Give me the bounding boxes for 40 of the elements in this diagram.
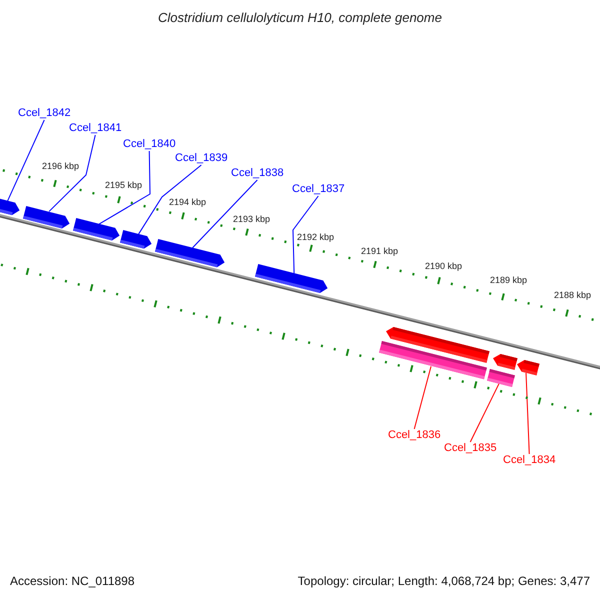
gene-label: Ccel_1842 [18,107,71,120]
scale-label: 2196 kbp [42,161,80,172]
gene-label: Ccel_1834 [503,454,556,467]
gene-feature [120,230,152,249]
gene-label: Ccel_1838 [231,167,284,180]
scale-label: 2194 kbp [169,197,206,208]
gene-bar [486,368,514,387]
leader-line [292,196,319,274]
scale-label: 2189 kbp [490,275,528,286]
gene-label: Ccel_1836 [388,429,441,442]
gene-label: Ccel_1835 [444,442,497,455]
leader-line [470,383,500,442]
gene-feature [255,264,328,294]
gene-feature [155,239,225,268]
accession-text: Accession: NC_011898 [10,574,135,588]
leader-line [526,372,530,454]
scale-label: 2191 kbp [361,246,398,257]
gene-bar [378,341,486,380]
leader-line [138,164,202,235]
chart-title: Clostridium cellulolyticum H10, complete genome [157,10,443,25]
genome-info-text: Topology: circular; Length: 4,068,724 bp; Genes: 3,477 [298,574,590,588]
leader-line [48,134,96,212]
gene-label: Ccel_1839 [175,152,228,165]
gene-label: Ccel_1841 [69,122,122,135]
scale-label: 2195 kbp [105,180,142,191]
leader-line [414,366,432,430]
leader-line [98,150,150,225]
gene-feature [517,360,540,376]
gene-feature [23,206,70,228]
gene-feature [73,218,120,241]
scale-label: 2188 kbp [554,290,592,301]
gene-label: Ccel_1840 [123,138,176,151]
gene-feature [493,354,518,370]
scale-label: 2192 kbp [297,232,334,243]
gene-feature [0,197,20,216]
leader-line [192,180,258,248]
gene-label: Ccel_1837 [292,183,345,196]
leader-line [7,120,45,202]
scale-label: 2190 kbp [425,261,462,272]
scale-label: 2193 kbp [233,214,270,225]
